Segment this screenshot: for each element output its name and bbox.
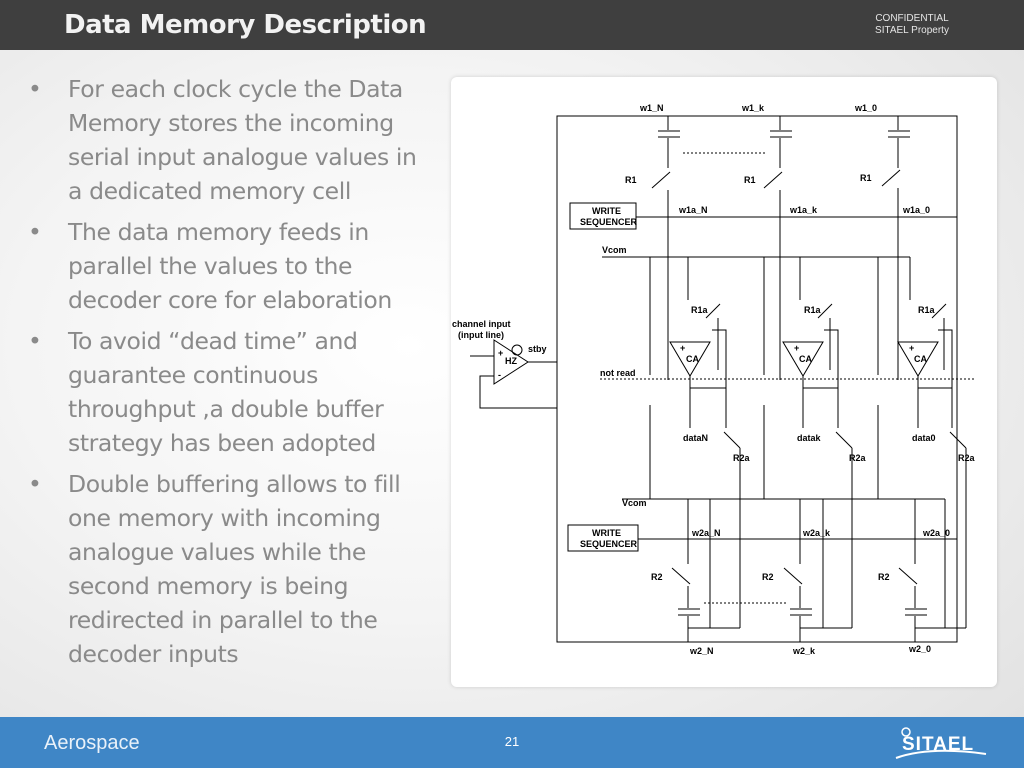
- write-sequencer-label: WRITE: [592, 206, 621, 216]
- word-line-label: w2_N: [689, 646, 714, 656]
- w1a-label: w1a_0: [902, 205, 930, 215]
- w2a-label: w2a_0: [922, 528, 950, 538]
- vcom-label: Vcom: [622, 498, 647, 508]
- hz-buffer: [493, 339, 529, 385]
- logo-text: SITAEL: [902, 734, 975, 755]
- data-label: data0: [912, 433, 936, 443]
- r1a-label: R1a: [918, 305, 936, 315]
- channel-input-label: (input line): [458, 330, 504, 340]
- word-line-label: w1_k: [741, 103, 765, 113]
- w2a-label: w2a_k: [802, 528, 831, 538]
- r1-label: R1: [625, 175, 637, 185]
- write-sequencer-label: SEQUENCER: [580, 217, 638, 227]
- word-line-label: w2_0: [908, 644, 931, 654]
- data-label: dataN: [683, 433, 708, 443]
- r1-switches: [651, 150, 901, 230]
- r2a-label: R2a: [958, 453, 976, 463]
- r2-label: R2: [762, 572, 774, 582]
- r2a-label: R2a: [849, 453, 867, 463]
- write-sequencer-box: [567, 524, 639, 552]
- svg-text:+: +: [680, 343, 685, 353]
- hz-label: HZ: [505, 356, 517, 366]
- w1a-label: w1a_N: [678, 205, 708, 215]
- svg-text:+: +: [909, 343, 914, 353]
- bullet-item: To avoid “dead time” and guarantee conti…: [24, 324, 434, 460]
- top-capacitors: [658, 116, 910, 150]
- bottom-capacitors: [678, 608, 927, 642]
- page-number: 21: [504, 734, 520, 749]
- ca-label: CA: [799, 354, 812, 364]
- ca-label: CA: [686, 354, 699, 364]
- bullet-item: Double buffering allows to fill one memo…: [24, 467, 434, 671]
- r1a-label: R1a: [804, 305, 822, 315]
- data-label: datak: [797, 433, 822, 443]
- r1a-label: R1a: [691, 305, 709, 315]
- write-sequencer-label: WRITE: [592, 528, 621, 538]
- property-label: SITAEL Property: [875, 25, 949, 36]
- vcom-label: Vcom: [602, 245, 627, 255]
- footer-brand: Aerospace: [44, 732, 140, 754]
- bullet-item: The data memory feeds in parallel the va…: [24, 215, 434, 317]
- title-bar: [0, 0, 1024, 50]
- r1-label: R1: [744, 175, 756, 185]
- r1-label: R1: [860, 173, 872, 183]
- r2a-label: R2a: [733, 453, 751, 463]
- w1a-label: w1a_k: [789, 205, 818, 215]
- confidential-note: CONFIDENTIAL SITAEL Property: [852, 13, 972, 37]
- svg-text:+: +: [794, 343, 799, 353]
- svg-text:+: +: [498, 348, 503, 358]
- circuit-diagram: w1_N w1_k w1_0 R1 R1 R1 WRITE SEQUENCER …: [452, 103, 976, 656]
- slide-title: Data Memory Description: [64, 10, 427, 40]
- svg-text:-: -: [498, 370, 501, 380]
- circuit-diagram-panel: w1_N w1_k w1_0 R1 R1 R1 WRITE SEQUENCER …: [451, 77, 997, 687]
- word-line-label: w1_N: [639, 103, 664, 113]
- write-sequencer-label: SEQUENCER: [580, 539, 638, 549]
- bullet-item: For each clock cycle the Data Memory sto…: [24, 72, 434, 208]
- r2-label: R2: [651, 572, 663, 582]
- footer-bar: [0, 717, 1024, 768]
- ca-label: CA: [914, 354, 927, 364]
- stby-label: stby: [528, 344, 547, 354]
- word-line-label: w1_0: [854, 103, 877, 113]
- r2-label: R2: [878, 572, 890, 582]
- stby-circle: [511, 344, 523, 356]
- bullet-list: For each clock cycle the Data Memory sto…: [24, 72, 434, 678]
- word-line-label: w2_k: [792, 646, 816, 656]
- logo-swoosh-icon: [895, 727, 987, 759]
- channel-input-label: channel input: [452, 319, 511, 329]
- sitael-logo: SITAEL: [890, 724, 990, 762]
- w2a-label: w2a_N: [691, 528, 721, 538]
- write-sequencer-box: [569, 202, 637, 230]
- confidential-label: CONFIDENTIAL: [875, 13, 949, 24]
- not-read-label: not read: [600, 368, 636, 378]
